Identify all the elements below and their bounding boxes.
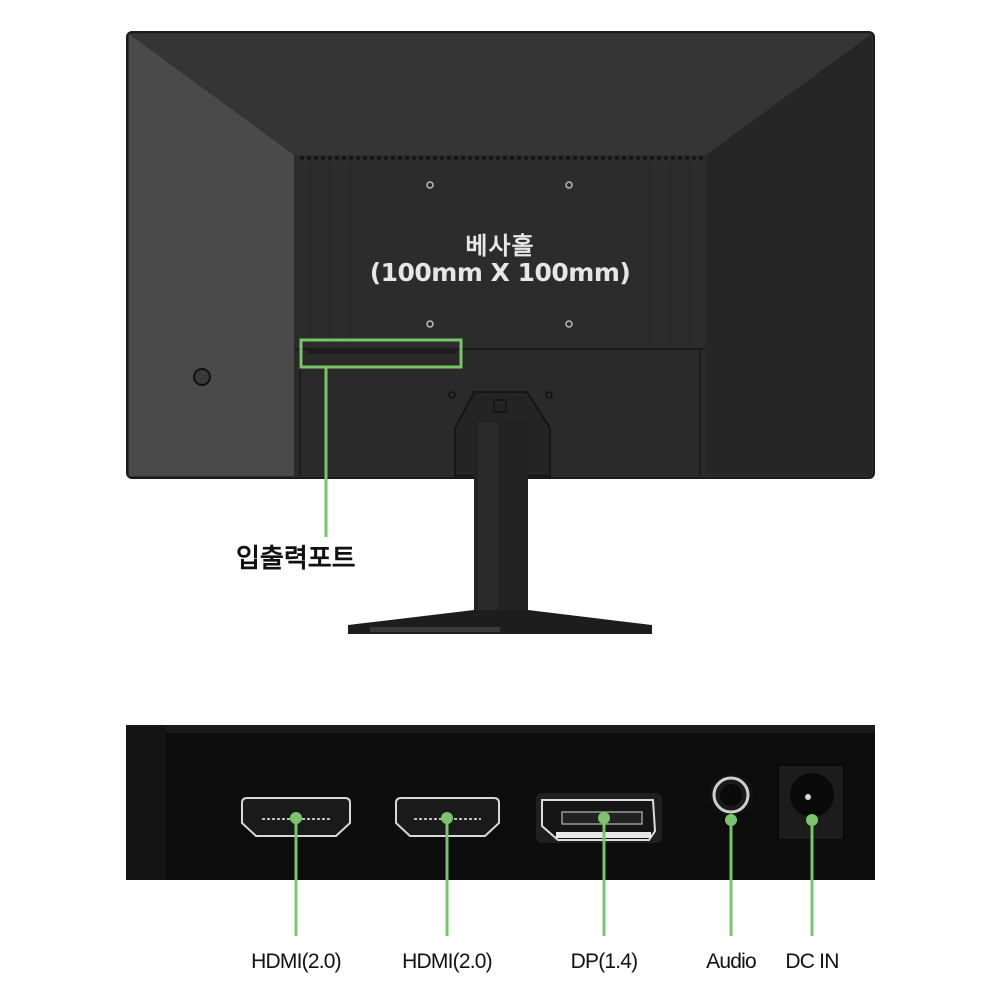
port-label-dp: DP(1.4)	[570, 950, 639, 973]
vesa-hole-size: (100mm X 100mm)	[369, 258, 631, 287]
io-port-callout	[299, 338, 463, 537]
port-label-hdmi-2: HDMI(2.0)	[402, 950, 492, 973]
monitor-stand	[348, 420, 652, 634]
port-closeup-panel	[126, 725, 875, 936]
vesa-hole-title: 베사홀	[465, 232, 535, 260]
port-label-dc-in: DC IN	[785, 950, 839, 973]
port-label-audio: Audio	[706, 950, 757, 973]
port-label-hdmi-1: HDMI(2.0)	[251, 950, 341, 973]
port-callouts	[294, 818, 814, 936]
audio-jack-icon	[709, 773, 753, 817]
vesa-holes	[426, 181, 573, 328]
power-button-icon	[193, 368, 211, 386]
io-port-label: 입출력포트	[236, 544, 356, 574]
